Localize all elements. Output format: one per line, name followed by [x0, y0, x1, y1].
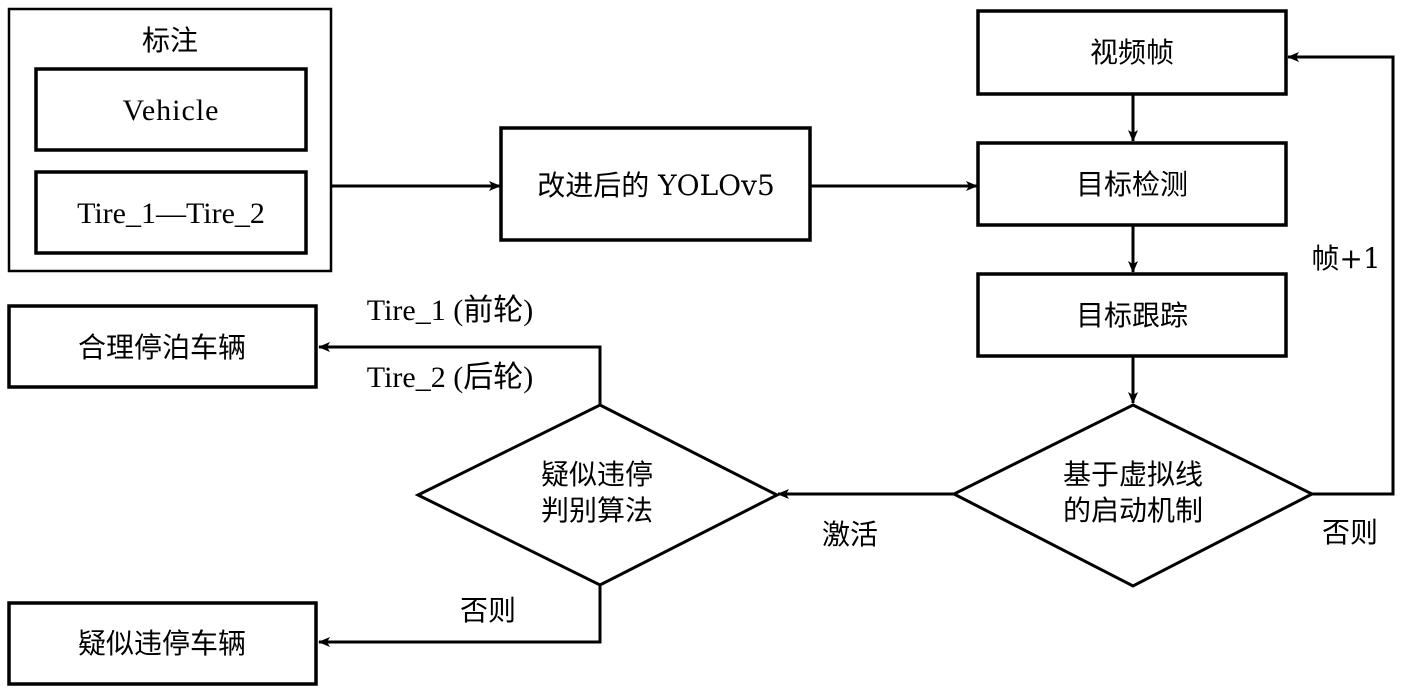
annotation-title: 标注 [142, 24, 198, 57]
label-tire1: Tire_1 (前轮) [367, 294, 533, 327]
label-box-tire [34, 170, 308, 255]
node-trigger-line1: 基于虚拟线 [1063, 458, 1203, 491]
label-frame-plus-one: 帧+1 [1311, 242, 1380, 275]
edge-judge-to-suspect [318, 585, 602, 647]
node-video-frame [976, 9, 1288, 96]
node-legal-parking-label: 合理停泊车辆 [78, 331, 246, 364]
node-yolo-label: 改进后的 YOLOv5 [537, 169, 775, 202]
label-tire: Tire_1—Tire_2 [77, 197, 265, 230]
edge-judge-to-legal [318, 342, 602, 405]
label-activate: 激活 [822, 518, 878, 551]
node-tracking [976, 272, 1288, 358]
node-suspect-vehicle [7, 601, 318, 686]
label-vehicle: Vehicle [123, 94, 220, 127]
node-yolo [499, 126, 812, 242]
label-box-vehicle [34, 67, 308, 152]
node-judge-line2: 判别算法 [541, 494, 653, 527]
node-suspect-vehicle-label: 疑似违停车辆 [78, 627, 246, 660]
label-judge-else: 否则 [460, 594, 516, 627]
annotation-group: 标注 Vehicle Tire_1—Tire_2 [7, 7, 333, 273]
node-judge-line1: 疑似违停 [541, 458, 653, 491]
label-trigger-else: 否则 [1322, 516, 1378, 549]
node-detection-label: 目标检测 [1076, 168, 1188, 201]
node-trigger [950, 403, 1316, 588]
node-tracking-label: 目标跟踪 [1076, 299, 1188, 332]
label-tire2: Tire_2 (后轮) [367, 361, 533, 394]
edge-trigger-else-loop [1287, 52, 1395, 496]
node-legal-parking [7, 304, 318, 389]
node-video-frame-label: 视频帧 [1090, 36, 1174, 69]
node-trigger-line2: 的启动机制 [1063, 494, 1203, 527]
